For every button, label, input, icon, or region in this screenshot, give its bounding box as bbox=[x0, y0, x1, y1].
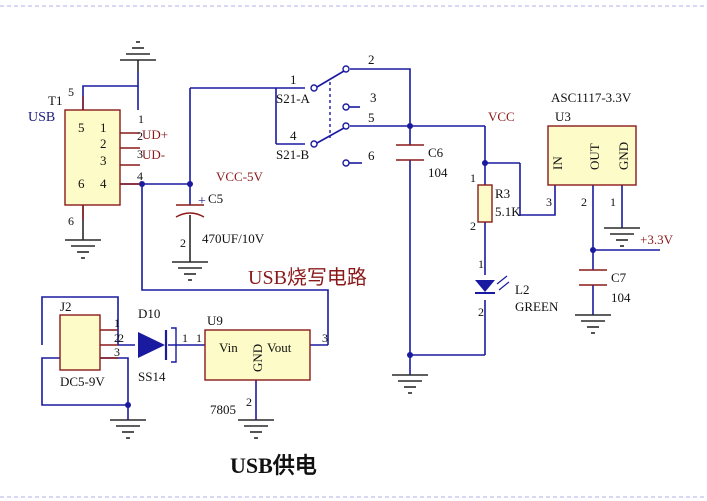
t1-pin5: 5 bbox=[78, 120, 85, 135]
s21-b-ref: S21-B bbox=[276, 147, 310, 162]
r3-ref: R3 bbox=[495, 186, 510, 201]
capacitor-c6 bbox=[396, 144, 424, 161]
r3-pin2: 2 bbox=[470, 219, 476, 233]
regulator-u3 bbox=[547, 125, 637, 186]
c5-polarity: + bbox=[198, 194, 206, 209]
s21-pin2: 2 bbox=[368, 52, 375, 67]
t1-name: USB bbox=[28, 110, 55, 125]
u9-pin-gnd: GND bbox=[250, 344, 265, 372]
led-pin1: 1 bbox=[478, 257, 484, 271]
u3-pin-gnd: GND bbox=[616, 142, 631, 170]
t1-pin5-outer: 5 bbox=[68, 85, 74, 99]
u9-pin2: 2 bbox=[246, 395, 252, 409]
t1-pin4: 4 bbox=[100, 176, 107, 191]
u9-ref: U9 bbox=[207, 313, 223, 328]
led-l2 bbox=[475, 275, 510, 294]
t1-pin3: 3 bbox=[100, 153, 107, 168]
j2-pin2: 2 bbox=[114, 331, 120, 345]
caption-usb-power: USB供电 bbox=[230, 453, 317, 478]
t1-pin2-outer: 2 bbox=[137, 129, 143, 143]
s21-pin4: 4 bbox=[290, 128, 297, 143]
c7-ref: C7 bbox=[611, 270, 627, 285]
c7-value: 104 bbox=[611, 290, 631, 305]
led-value: GREEN bbox=[515, 299, 559, 314]
t1-pin3-outer: 3 bbox=[137, 147, 143, 161]
s21-pin3: 3 bbox=[370, 90, 377, 105]
capacitor-c7 bbox=[579, 269, 607, 286]
connector-j2 bbox=[59, 314, 101, 371]
u9-pin-vout: Vout bbox=[267, 340, 292, 355]
diode-d10 bbox=[138, 327, 177, 363]
t1-pin1-outer: 1 bbox=[138, 112, 144, 126]
section-usb-programming: USB烧写电路 bbox=[248, 266, 367, 289]
t1-pin1: 1 bbox=[100, 120, 107, 135]
c6-value: 104 bbox=[428, 165, 448, 180]
net-vcc: VCC bbox=[488, 109, 515, 124]
u3-pin3-num: 3 bbox=[546, 195, 552, 209]
net-vcc-5v: VCC-5V bbox=[216, 169, 264, 184]
s21-pin6: 6 bbox=[368, 148, 375, 163]
t1-pin2: 2 bbox=[100, 136, 107, 151]
c6-ref: C6 bbox=[428, 145, 444, 160]
t1-pin6-outer: 6 bbox=[68, 214, 74, 228]
r3-value: 5.1K bbox=[495, 204, 521, 219]
resistor-r3 bbox=[477, 184, 493, 223]
u9-part: 7805 bbox=[210, 402, 236, 417]
d10-pin2: 2 bbox=[118, 331, 124, 345]
j2-value: DC5-9V bbox=[60, 374, 105, 389]
u3-part: ASC1117-3.3V bbox=[551, 90, 632, 105]
u9-pin3: 3 bbox=[322, 331, 328, 345]
u3-pin1-num: 1 bbox=[610, 195, 616, 209]
u3-pin2-num: 2 bbox=[581, 195, 587, 209]
r3-pin1: 1 bbox=[470, 171, 476, 185]
d10-ref: D10 bbox=[138, 306, 160, 321]
net-ud-plus: UD+ bbox=[142, 127, 168, 142]
d10-pin1: 1 bbox=[182, 331, 188, 345]
led-pin2: 2 bbox=[478, 305, 484, 319]
usb-connector-t1 bbox=[64, 96, 140, 220]
capacitor-c5 bbox=[175, 204, 205, 218]
u3-pin-in: IN bbox=[550, 156, 565, 170]
c5-ref: C5 bbox=[208, 191, 223, 206]
u9-pin1: 1 bbox=[196, 331, 202, 345]
c5-value: 470UF/10V bbox=[202, 231, 265, 246]
c5-pin: 2 bbox=[180, 236, 186, 250]
t1-pin4-outer: 4 bbox=[137, 169, 143, 183]
t1-ref: T1 bbox=[48, 93, 62, 108]
net-ud-minus: UD- bbox=[142, 147, 165, 162]
u9-pin-vin: Vin bbox=[219, 340, 238, 355]
switch-s21 bbox=[310, 65, 362, 167]
regulator-u9 bbox=[204, 329, 311, 381]
s21-a-ref: S21-A bbox=[276, 91, 311, 106]
j2-ref: J2 bbox=[60, 299, 72, 314]
junctions bbox=[125, 123, 596, 408]
s21-pin5: 5 bbox=[368, 110, 375, 125]
j2-pin3: 3 bbox=[114, 345, 120, 359]
t1-pin6: 6 bbox=[78, 176, 85, 191]
s21-pin1: 1 bbox=[290, 72, 297, 87]
j2-pin1: 1 bbox=[114, 316, 120, 330]
u3-ref: U3 bbox=[555, 109, 571, 124]
net-3v3: +3.3V bbox=[640, 232, 674, 247]
u3-pin-out: OUT bbox=[587, 143, 602, 170]
d10-value: SS14 bbox=[138, 369, 166, 384]
led-ref: L2 bbox=[515, 282, 529, 297]
